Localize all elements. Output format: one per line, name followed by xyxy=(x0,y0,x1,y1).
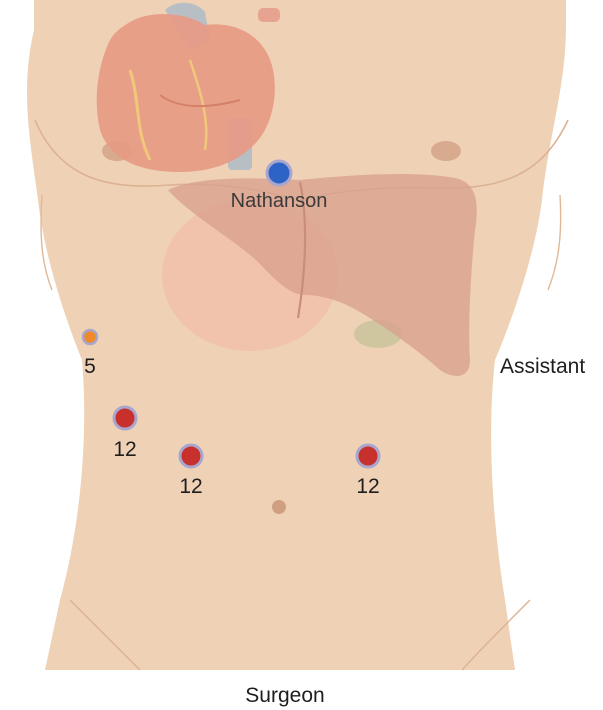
nathanson-label: Nathanson xyxy=(231,191,328,211)
vessel-branch xyxy=(258,8,280,22)
nathanson-retractor-marker xyxy=(267,161,291,185)
port-label-5: 5 xyxy=(84,356,96,377)
port-label-12-left-lower: 12 xyxy=(179,476,202,497)
port-marker-5mm xyxy=(83,330,97,344)
port-marker-12mm-left-lower xyxy=(180,445,202,467)
heart xyxy=(97,14,275,172)
right-flank-line xyxy=(548,195,561,290)
right-nipple xyxy=(431,141,461,161)
surgeon-label: Surgeon xyxy=(245,685,324,706)
port-label-12-right: 12 xyxy=(356,476,379,497)
port-marker-12mm-right xyxy=(357,445,379,467)
port-label-12-left-upper: 12 xyxy=(113,439,136,460)
port-marker-12mm-left-upper xyxy=(114,407,136,429)
assistant-label: Assistant xyxy=(500,356,585,377)
umbilicus xyxy=(272,500,286,514)
